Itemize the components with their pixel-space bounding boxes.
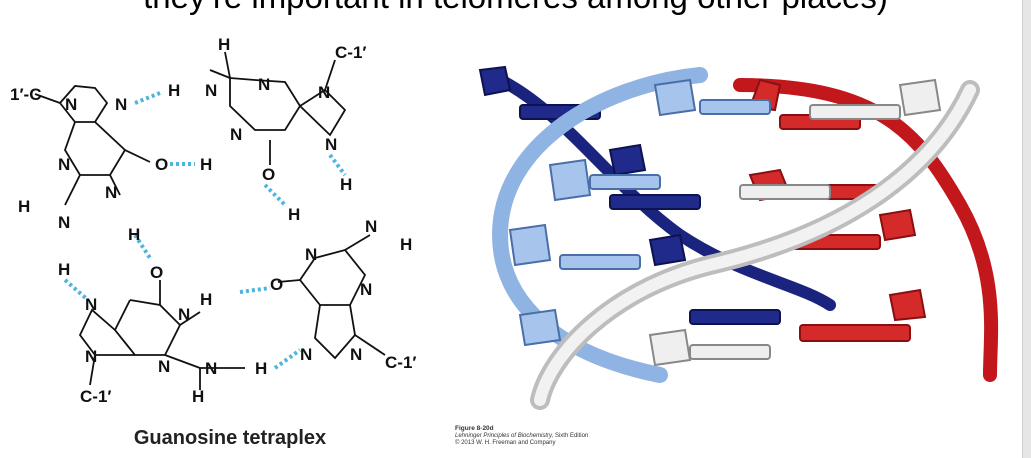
atom-h: H: [340, 175, 352, 194]
atom-o: O: [150, 263, 163, 282]
atom-n: N: [85, 347, 97, 366]
atom-h: H: [128, 225, 140, 244]
figure-caption: Guanosine tetraplex: [133, 427, 327, 449]
atom-h: H: [192, 387, 204, 406]
atom-n: N: [230, 125, 242, 144]
atom-n: N: [350, 345, 362, 364]
atom-c1-left: 1′-C: [10, 85, 41, 104]
atom-h: H: [58, 260, 70, 279]
figure-copyright: © 2013 W. H. Freeman and Company: [455, 440, 556, 446]
white-strand: [530, 78, 980, 410]
figure-edition: Sixth Edition: [554, 432, 589, 439]
atom-h: H: [200, 155, 212, 174]
atom-h: H: [288, 205, 300, 224]
atom-n: N: [365, 217, 377, 236]
atom-n: N: [115, 95, 127, 114]
atom-n: N: [158, 357, 170, 376]
figure-source-line: Lehninger Principles of Biochemistry, Si…: [455, 433, 588, 441]
window-edge: [1022, 0, 1031, 458]
slide-title: they’re important in telomeres among oth…: [0, 0, 1031, 16]
dark-blue-strand: [478, 65, 836, 325]
atom-o: O: [155, 155, 168, 174]
atom-n: N: [178, 305, 190, 324]
figure-number: Figure 8-20d: [455, 425, 494, 432]
atom-c1: C-1′: [80, 387, 111, 406]
figure-source: Lehninger Principles of Biochemistry,: [455, 432, 554, 439]
atom-c1: C-1′: [335, 43, 366, 62]
figure-credit: Figure 8-20d Lehninger Principles of Bio…: [455, 425, 588, 448]
atom-o: O: [262, 165, 275, 184]
atom-h: H: [168, 81, 180, 100]
light-blue-strand: [491, 67, 771, 383]
atom-h: H: [218, 35, 230, 54]
atom-n: N: [58, 213, 70, 232]
atom-h: H: [18, 197, 30, 216]
atom-n: N: [305, 245, 317, 264]
atom-n: N: [300, 345, 312, 364]
hydrogen-bonds: [63, 91, 347, 370]
atom-n: N: [58, 155, 70, 174]
atom-n: N: [205, 359, 217, 378]
atom-n: N: [85, 295, 97, 314]
atom-n: N: [65, 95, 77, 114]
atom-h: H: [400, 235, 412, 254]
atom-h: H: [255, 359, 267, 378]
atom-n: N: [318, 83, 330, 102]
tetraplex-3d-model: [478, 65, 999, 410]
atom-n: N: [325, 135, 337, 154]
guanosine-tetraplex-structure: 1′-C N N N O N H N H H H H N N N C-1′ N …: [10, 35, 416, 406]
atom-c1: C-1′: [385, 353, 416, 372]
atom-h: H: [200, 290, 212, 309]
bond-lines: [34, 51, 386, 390]
atom-o: O: [270, 275, 283, 294]
atom-n: N: [205, 81, 217, 100]
atom-n: N: [105, 183, 117, 202]
atom-n: N: [258, 75, 270, 94]
atom-n: N: [360, 280, 372, 299]
atom-labels: 1′-C N N N O N H N H H H H N N N C-1′ N …: [10, 35, 416, 406]
